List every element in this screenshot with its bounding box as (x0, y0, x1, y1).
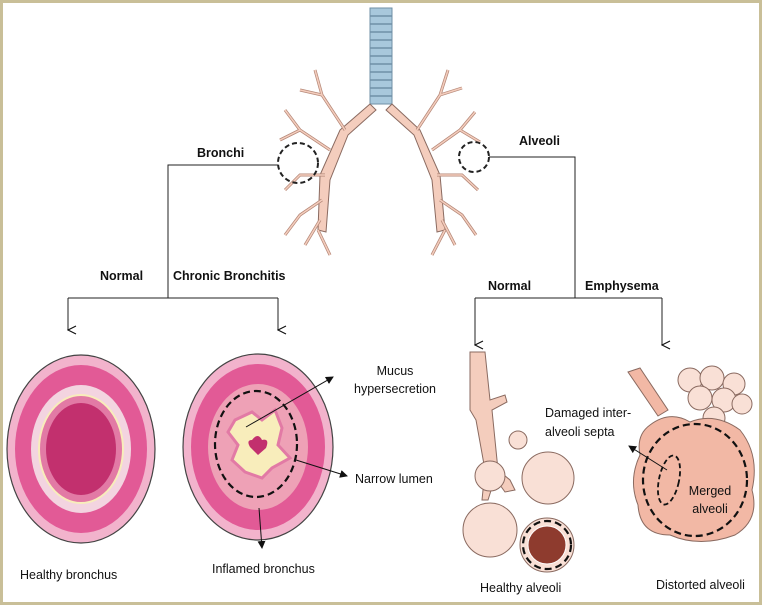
label-distorted-alveoli: Distorted alveoli (656, 578, 745, 592)
label-merged-1: Merged (689, 484, 731, 498)
healthy-alveoli-illustration (462, 351, 575, 573)
label-narrow-lumen: Narrow lumen (355, 472, 433, 486)
label-damaged-1: Damaged inter- (545, 406, 631, 420)
healthy-bronchus-illustration (6, 354, 156, 544)
inflamed-bronchus-illustration (182, 353, 348, 549)
label-healthy-bronchus: Healthy bronchus (20, 568, 117, 582)
label-mucus-2: hypersecretion (354, 382, 436, 396)
label-chronic-bronchitis: Chronic Bronchitis (173, 269, 286, 283)
bronchial-tree (279, 7, 481, 256)
label-merged-2: alveoli (692, 502, 727, 516)
label-bronchi-normal: Normal (100, 269, 143, 283)
label-mucus-1: Mucus (377, 364, 414, 378)
connector-lines (68, 141, 662, 345)
label-alveoli-normal: Normal (488, 279, 531, 293)
label-inflamed-bronchus: Inflamed bronchus (212, 562, 315, 576)
label-damaged-2: alveoli septa (545, 425, 615, 439)
distorted-alveoli-illustration (627, 365, 755, 542)
label-emphysema: Emphysema (585, 279, 660, 293)
label-alveoli: Alveoli (519, 134, 560, 148)
label-bronchi: Bronchi (197, 146, 244, 160)
label-healthy-alveoli: Healthy alveoli (480, 581, 561, 595)
trachea (369, 7, 393, 105)
